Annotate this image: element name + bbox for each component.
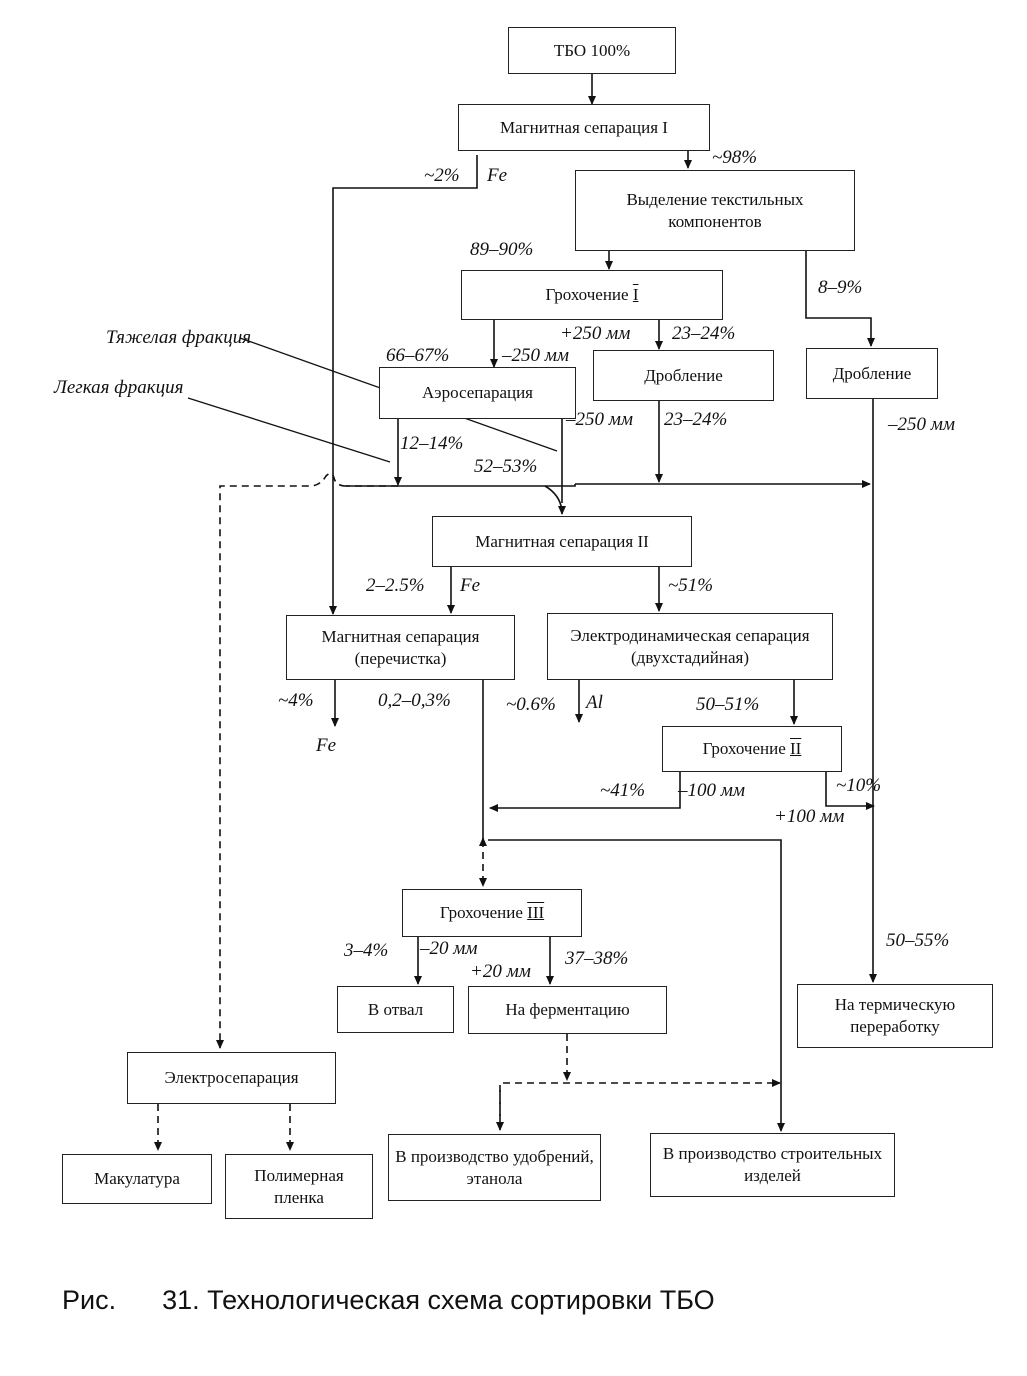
screening-2-box: Грохочение II [662,726,842,772]
building-materials-box: В производство строительных изделей [650,1133,895,1197]
plus250-label: +250 мм [560,323,631,344]
plus20-label: +20 мм [470,961,531,982]
pct06-label: ~0.6% [506,694,556,715]
dump-box: В отвал [337,986,454,1033]
waste-paper-box: Макулатура [62,1154,212,1204]
tbo-label: ТБО 100% [553,40,631,60]
pct02-label: 0,2–0,3% [378,690,451,711]
light-fraction-pointer [187,397,391,463]
crushing-1-box: Дробление [593,350,774,401]
al-label: Al [586,692,603,713]
light-fraction-label: Легкая фракция [54,377,184,398]
fermentation-box: На ферментацию [468,986,667,1034]
electroseparation-label: Электросепарация [164,1068,299,1087]
screening-3-box: Грохочение III [402,889,582,937]
minus100-label: –100 мм [678,780,746,801]
screening-2-roman: II [790,739,802,758]
crushing-2-box: Дробление [806,348,938,399]
pct23b-label: 23–24% [664,409,728,430]
figure-caption: Рис. 31. Технологическая схема сортировки… [62,1285,715,1316]
electroseparation-box: Электросепарация [127,1052,336,1104]
pct12-label: 12–14% [400,433,464,454]
minus20-label: –20 мм [420,938,478,959]
magnetic-separation-1-label: Магнитная сепарация I [500,117,668,137]
minus250c-label: –250 мм [888,414,956,435]
caption-prefix: Рис. [62,1285,117,1315]
pct23a-label: 23–24% [672,323,736,344]
screening-2-label: Грохочение [702,739,786,758]
fe1-percent: ~2% [424,165,460,186]
pct4-label: ~4% [278,690,314,711]
minus250a-label: –250 мм [502,345,570,366]
crushing-1-label: Дробление [644,365,723,385]
waste-paper-label: Макулатура [94,1169,180,1188]
thermal-processing-label: На термическую переработку [834,995,956,1036]
fe2-label: Fe [460,575,481,596]
fertilizer-production-label: В производство удобрений, этанола [395,1146,594,1188]
caption-text: 31. Технологическая схема сортировки ТБО [162,1285,715,1315]
pct41-label: ~41% [600,780,646,801]
minus250b-label: –250 мм [566,409,634,430]
plus100-label: +100 мм [774,806,845,827]
screening-3-roman: III [527,903,545,922]
pct89-label: 89–90% [470,239,534,260]
polymer-film-box: Полимерная пленка [225,1154,373,1219]
magnetic-separation-1-box: Магнитная сепарация I [458,104,710,151]
pct50-51-label: 50–51% [696,694,760,715]
pct52-label: 52–53% [474,456,538,477]
polymer-film-label: Полимерная пленка [254,1165,344,1207]
fertilizer-production-box: В производство удобрений, этанола [388,1134,601,1201]
screening-1-label: Грохочение [545,285,629,304]
tbo-box: ТБО 100% [508,27,676,74]
pct50-55-label: 50–55% [886,930,950,951]
heavy-fraction-label: Тяжелая фракция [106,327,252,348]
aeroseparation-label: Аэросепарация [422,383,533,402]
pct3-4-label: 3–4% [344,940,389,961]
pct37-label: 37–38% [565,948,629,969]
electrodynamic-separation-box: Электродинамическая сепарация (двухстади… [547,613,833,680]
building-materials-label: В производство строительных изделей [662,1144,883,1185]
pct10-label: ~10% [836,775,882,796]
magnetic-separation-2-label: Магнитная сепарация II [475,531,649,551]
pct8-label: 8–9% [818,277,863,298]
textile-extraction-label: Выделение текстильных компонентов [626,189,804,231]
magnetic-separation-2-box: Магнитная сепарация II [432,516,692,567]
fermentation-label: На ферментацию [505,1000,630,1019]
magnetic-cleaning-label: Магнитная сепарация (перечистка) [321,626,480,668]
pct98-label: ~98% [712,147,758,168]
crushing-2-label: Дробление [832,363,912,383]
textile-extraction-box: Выделение текстильных компонентов [575,170,855,251]
dump-label: В отвал [367,999,424,1019]
screening-3-label: Грохочение [439,903,523,922]
thermal-processing-box: На термическую переработку [797,984,993,1048]
fe1-label: Fe [487,165,508,186]
pct2-2-5-label: 2–2.5% [366,575,425,596]
screening-1-roman: I [632,285,639,304]
pct51-label: ~51% [668,575,714,596]
magnetic-cleaning-box: Магнитная сепарация (перечистка) [286,615,515,680]
fe3-label: Fe [316,735,337,756]
pct66-label: 66–67% [386,345,450,366]
electrodynamic-separation-label: Электродинамическая сепарация (двухстади… [570,625,810,667]
aeroseparation-box: Аэросепарация [379,367,576,419]
screening-1-box: Грохочение I [461,270,723,320]
